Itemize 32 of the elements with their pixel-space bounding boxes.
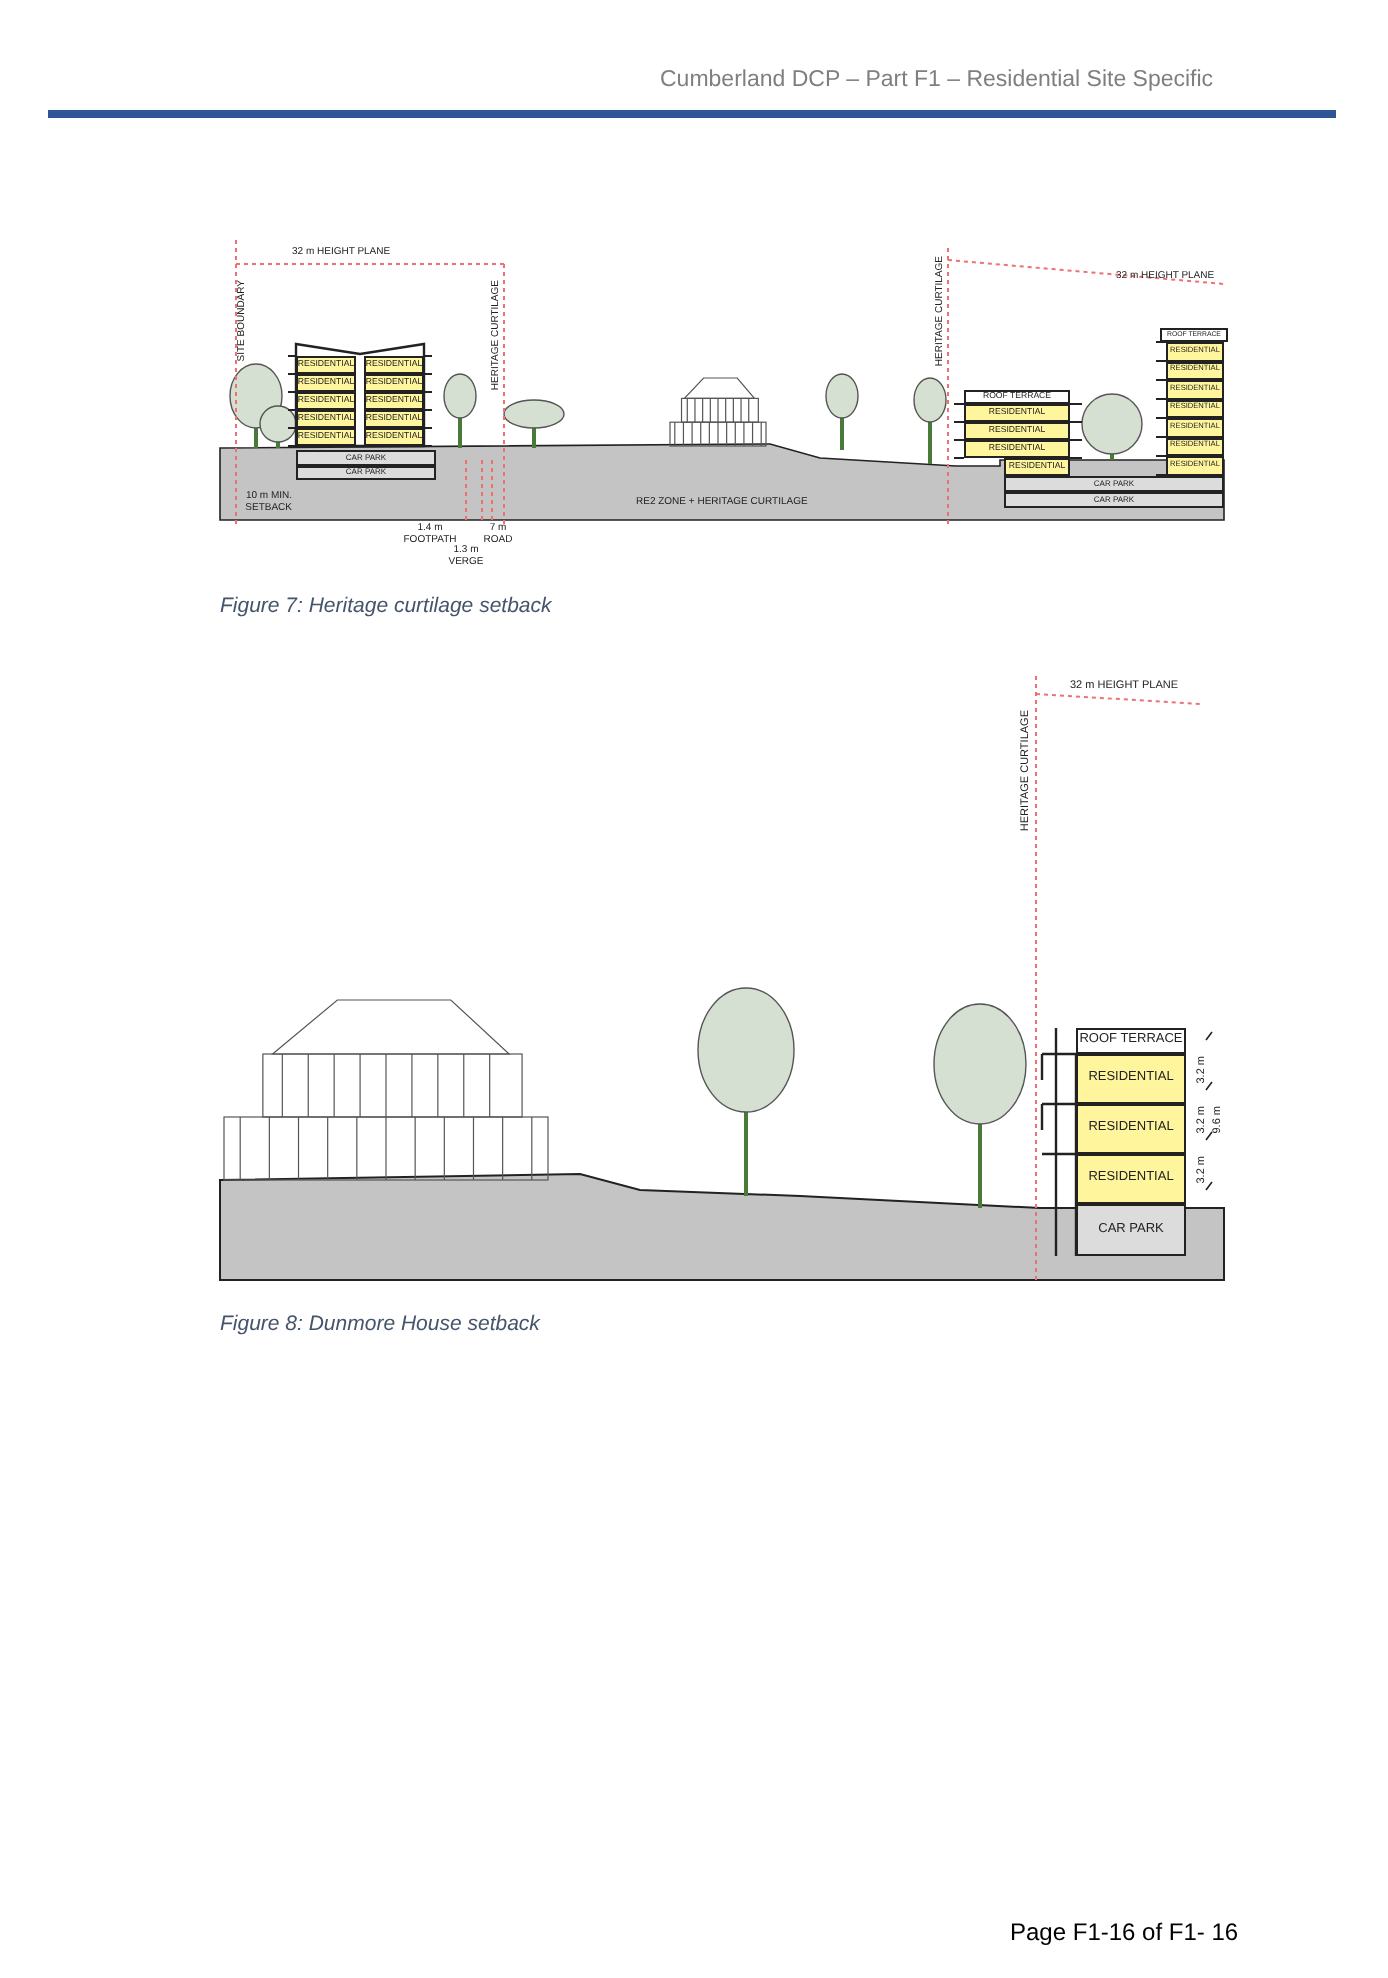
roof-terrace-level (964, 390, 1070, 404)
residential-floor (1166, 418, 1224, 437)
roof-terrace-level (1076, 1028, 1186, 1054)
car-park-level (1004, 492, 1224, 508)
residential-floor (296, 410, 356, 428)
residential-floor (364, 374, 424, 392)
residential-floor (364, 392, 424, 410)
residential-floor (1004, 458, 1070, 476)
roof-terrace-level (1160, 328, 1228, 342)
page-header: Cumberland DCP – Part F1 – Residential Site Specific (660, 68, 1216, 94)
residential-floor (964, 422, 1070, 440)
residential-floor (1076, 1154, 1186, 1204)
car-park-level (1004, 476, 1224, 492)
residential-floor (1166, 380, 1224, 399)
residential-floor (1166, 342, 1224, 361)
residential-floor (1076, 1104, 1186, 1154)
page-number: Page F1-16 of F1- 16 (1010, 1920, 1241, 1947)
figure-caption: Figure 8: Dunmore House setback (220, 1314, 543, 1338)
residential-floor (296, 428, 356, 446)
figure-caption: Figure 7: Heritage curtilage setback (220, 596, 554, 620)
residential-floor (296, 374, 356, 392)
residential-floor (364, 428, 424, 446)
residential-floor (1166, 456, 1224, 475)
residential-floor (364, 356, 424, 374)
residential-floor (1076, 1054, 1186, 1104)
residential-floor (296, 392, 356, 410)
residential-floor (296, 356, 356, 374)
residential-floor (364, 410, 424, 428)
residential-floor (964, 440, 1070, 458)
residential-floor (964, 404, 1070, 422)
car-park-level (1076, 1204, 1186, 1256)
car-park-level (296, 450, 436, 465)
